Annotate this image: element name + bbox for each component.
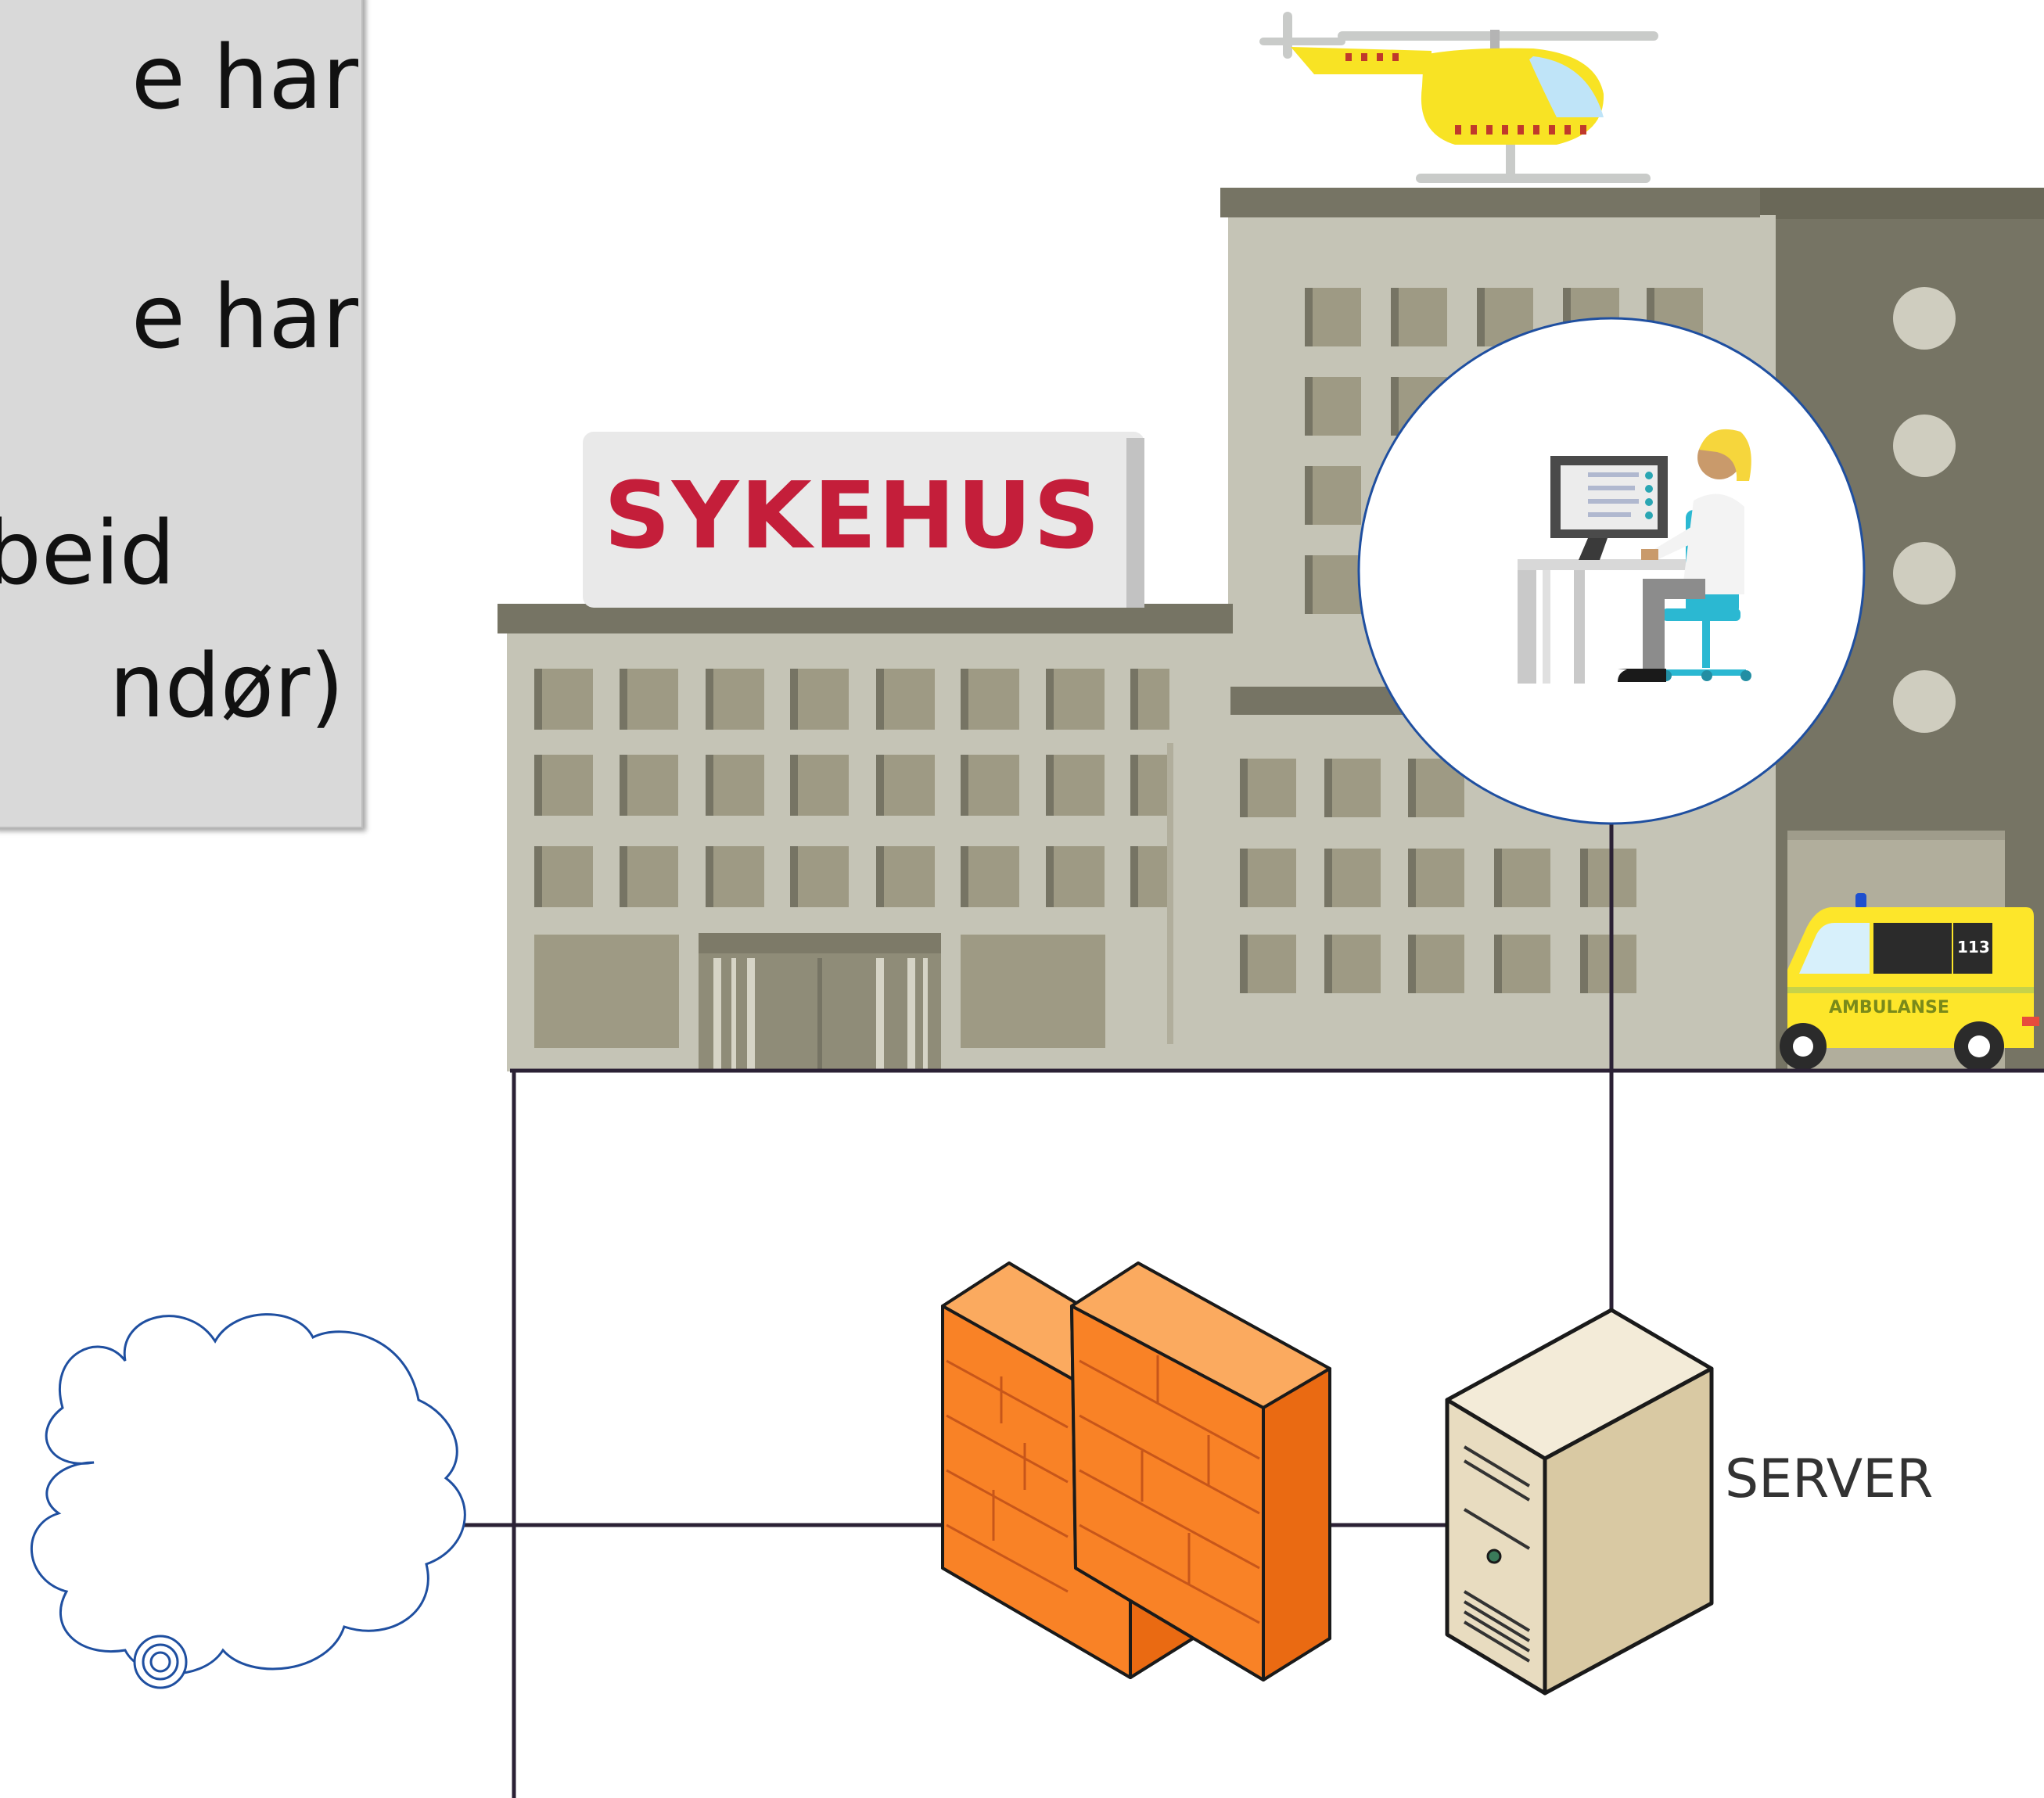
network-links	[436, 821, 2044, 1798]
text-line-3: rbeid	[0, 503, 175, 605]
text-line-2: e har	[131, 267, 358, 368]
ambulance-icon	[1780, 893, 2039, 1071]
server-icon	[1445, 1308, 1714, 1696]
server-label: SERVER	[1725, 1448, 1934, 1510]
ambulance-number: 113	[1957, 938, 1990, 956]
hospital-building-icon	[498, 188, 2044, 1071]
text-line-1: e har	[131, 27, 358, 129]
ambulance-label: AMBULANSE	[1829, 998, 1949, 1017]
cloud-icon	[31, 1313, 466, 1689]
firewall-icon	[941, 1261, 1331, 1681]
helicopter-icon	[1259, 12, 1658, 183]
doctor-at-computer-icon	[1357, 317, 1866, 825]
text-panel: e har e har rbeid ndør)	[0, 0, 363, 828]
text-line-4: ndør)	[109, 636, 344, 738]
hospital-sign-label: SYKEHUS	[603, 461, 1102, 569]
